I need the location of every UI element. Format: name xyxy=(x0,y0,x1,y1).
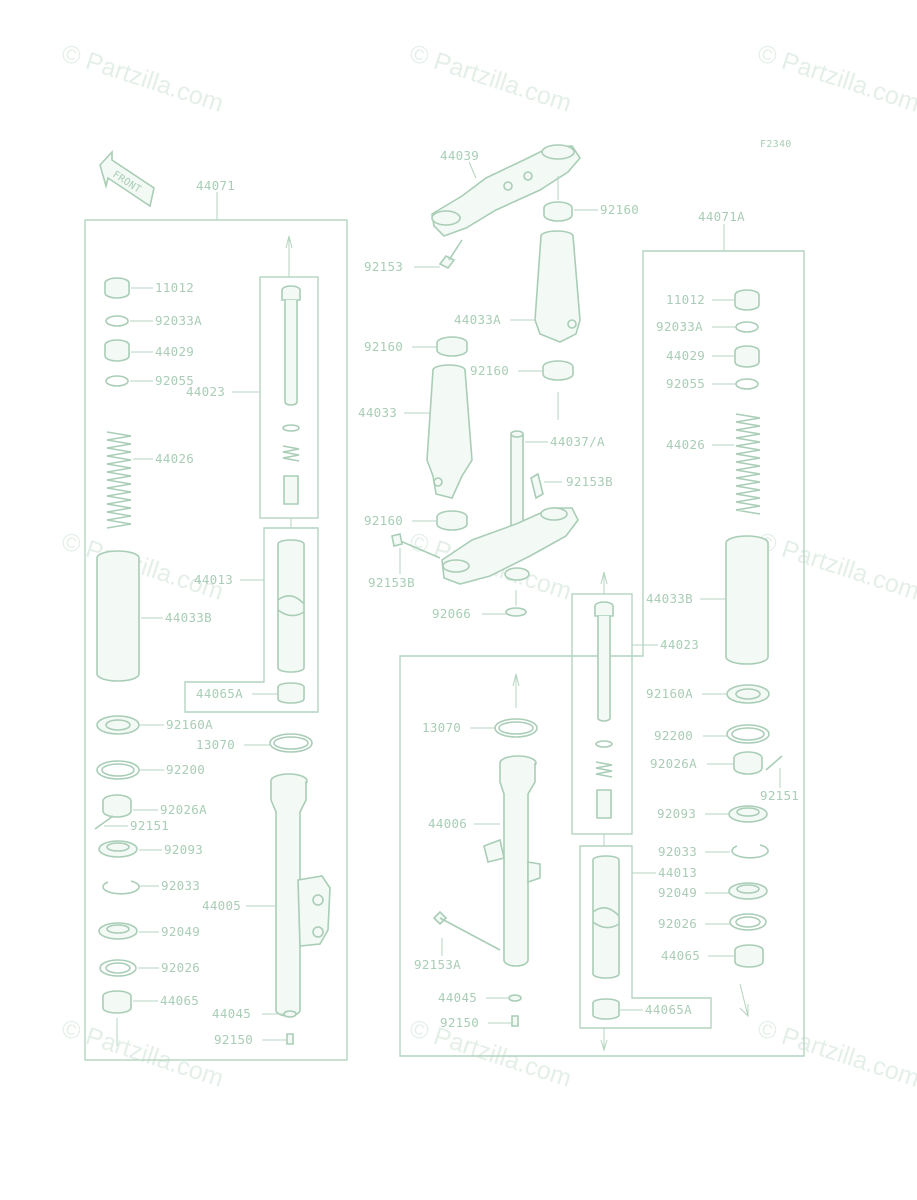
label-44065-right: 44065 xyxy=(661,948,700,963)
front-arrow-icon: FRONT xyxy=(99,149,155,208)
label-92200-right: 92200 xyxy=(654,728,693,743)
label-92150: 92150 xyxy=(214,1032,253,1047)
label-44037A: 44037/A xyxy=(550,434,605,449)
label-92200: 92200 xyxy=(166,762,205,777)
label-92033: 92033 xyxy=(161,878,200,893)
label-92160A-right: 92160A xyxy=(646,686,693,701)
watermark: © Partzilla.com xyxy=(754,39,917,118)
label-44039: 44039 xyxy=(440,148,479,163)
label-92026: 92026 xyxy=(161,960,200,975)
watermark: © Partzilla.com xyxy=(58,39,227,118)
label-11012-right: 11012 xyxy=(666,292,705,307)
label-92153A: 92153A xyxy=(414,957,461,972)
label-92153B-left: 92153B xyxy=(368,575,415,590)
label-44029: 44029 xyxy=(155,344,194,359)
label-44033B-right: 44033B xyxy=(646,591,693,606)
label-44023: 44023 xyxy=(186,384,225,399)
label-44065A: 44065A xyxy=(196,686,243,701)
label-44006: 44006 xyxy=(428,816,467,831)
label-92160-middle: 92160 xyxy=(470,363,509,378)
label-92151: 92151 xyxy=(130,818,169,833)
label-44023-right: 44023 xyxy=(660,637,699,652)
label-92093: 92093 xyxy=(164,842,203,857)
watermark: © Partzilla.com xyxy=(406,39,575,118)
label-92026-right: 92026 xyxy=(658,916,697,931)
label-44065A-right: 44065A xyxy=(645,1002,692,1017)
label-92026A: 92026A xyxy=(160,802,207,817)
label-92033-right: 92033 xyxy=(658,844,697,859)
label-44033: 44033 xyxy=(358,405,397,420)
label-11012: 11012 xyxy=(155,280,194,295)
label-92160-top: 92160 xyxy=(600,202,639,217)
label-92055: 92055 xyxy=(155,373,194,388)
label-92160-left: 92160 xyxy=(364,339,403,354)
label-44045-right: 44045 xyxy=(438,990,477,1005)
label-92093-right: 92093 xyxy=(657,806,696,821)
left-fork-outline xyxy=(84,219,348,1061)
label-44026: 44026 xyxy=(155,451,194,466)
label-44033B: 44033B xyxy=(165,610,212,625)
label-44026-right: 44026 xyxy=(666,437,705,452)
right-44023-box xyxy=(571,593,633,835)
label-92066: 92066 xyxy=(432,606,471,621)
right-44013-box xyxy=(579,845,712,1029)
label-13070: 13070 xyxy=(196,737,235,752)
label-92026A-right: 92026A xyxy=(650,756,697,771)
right-fork-assembly: 44071A 11012 92033A 44029 92055 44026 44… xyxy=(399,209,805,1057)
label-92033A-right: 92033A xyxy=(656,319,703,334)
label-92049-right: 92049 xyxy=(658,885,697,900)
watermark: © Partzilla.com xyxy=(754,1014,917,1093)
label-92150-right: 92150 xyxy=(440,1015,479,1030)
label-44071: 44071 xyxy=(196,178,235,193)
label-44045: 44045 xyxy=(212,1006,251,1021)
label-92049: 92049 xyxy=(161,924,200,939)
label-44029-right: 44029 xyxy=(666,348,705,363)
watermark: © Partzilla.com xyxy=(406,1014,575,1093)
label-92055-right: 92055 xyxy=(666,376,705,391)
label-13070-right: 13070 xyxy=(422,720,461,735)
label-92151-right: 92151 xyxy=(760,788,799,803)
label-44005: 44005 xyxy=(202,898,241,913)
watermark: © Partzilla.com xyxy=(58,1014,227,1093)
label-92160A: 92160A xyxy=(166,717,213,732)
label-44065: 44065 xyxy=(160,993,199,1008)
watermark: © Partzilla.com xyxy=(58,527,227,606)
left-44013-box xyxy=(184,527,319,713)
left-fork-assembly: 44071 11012 92033A 44029 92055 44026 440… xyxy=(84,178,348,1061)
label-92153B-right: 92153B xyxy=(566,474,613,489)
label-92153: 92153 xyxy=(364,259,403,274)
label-44033A: 44033A xyxy=(454,312,501,327)
figure-code: F2340 xyxy=(760,139,792,150)
watermark: © Partzilla.com xyxy=(754,527,917,606)
label-44013-right: 44013 xyxy=(658,865,697,880)
label-44013: 44013 xyxy=(194,572,233,587)
right-fork-outline xyxy=(399,250,805,1057)
label-44071A: 44071A xyxy=(698,209,745,224)
label-92160-lowerleft: 92160 xyxy=(364,513,403,528)
label-92033A: 92033A xyxy=(155,313,202,328)
steering-stem-assembly: 44039 92160 92153 44033A 92160 92160 xyxy=(358,144,639,621)
